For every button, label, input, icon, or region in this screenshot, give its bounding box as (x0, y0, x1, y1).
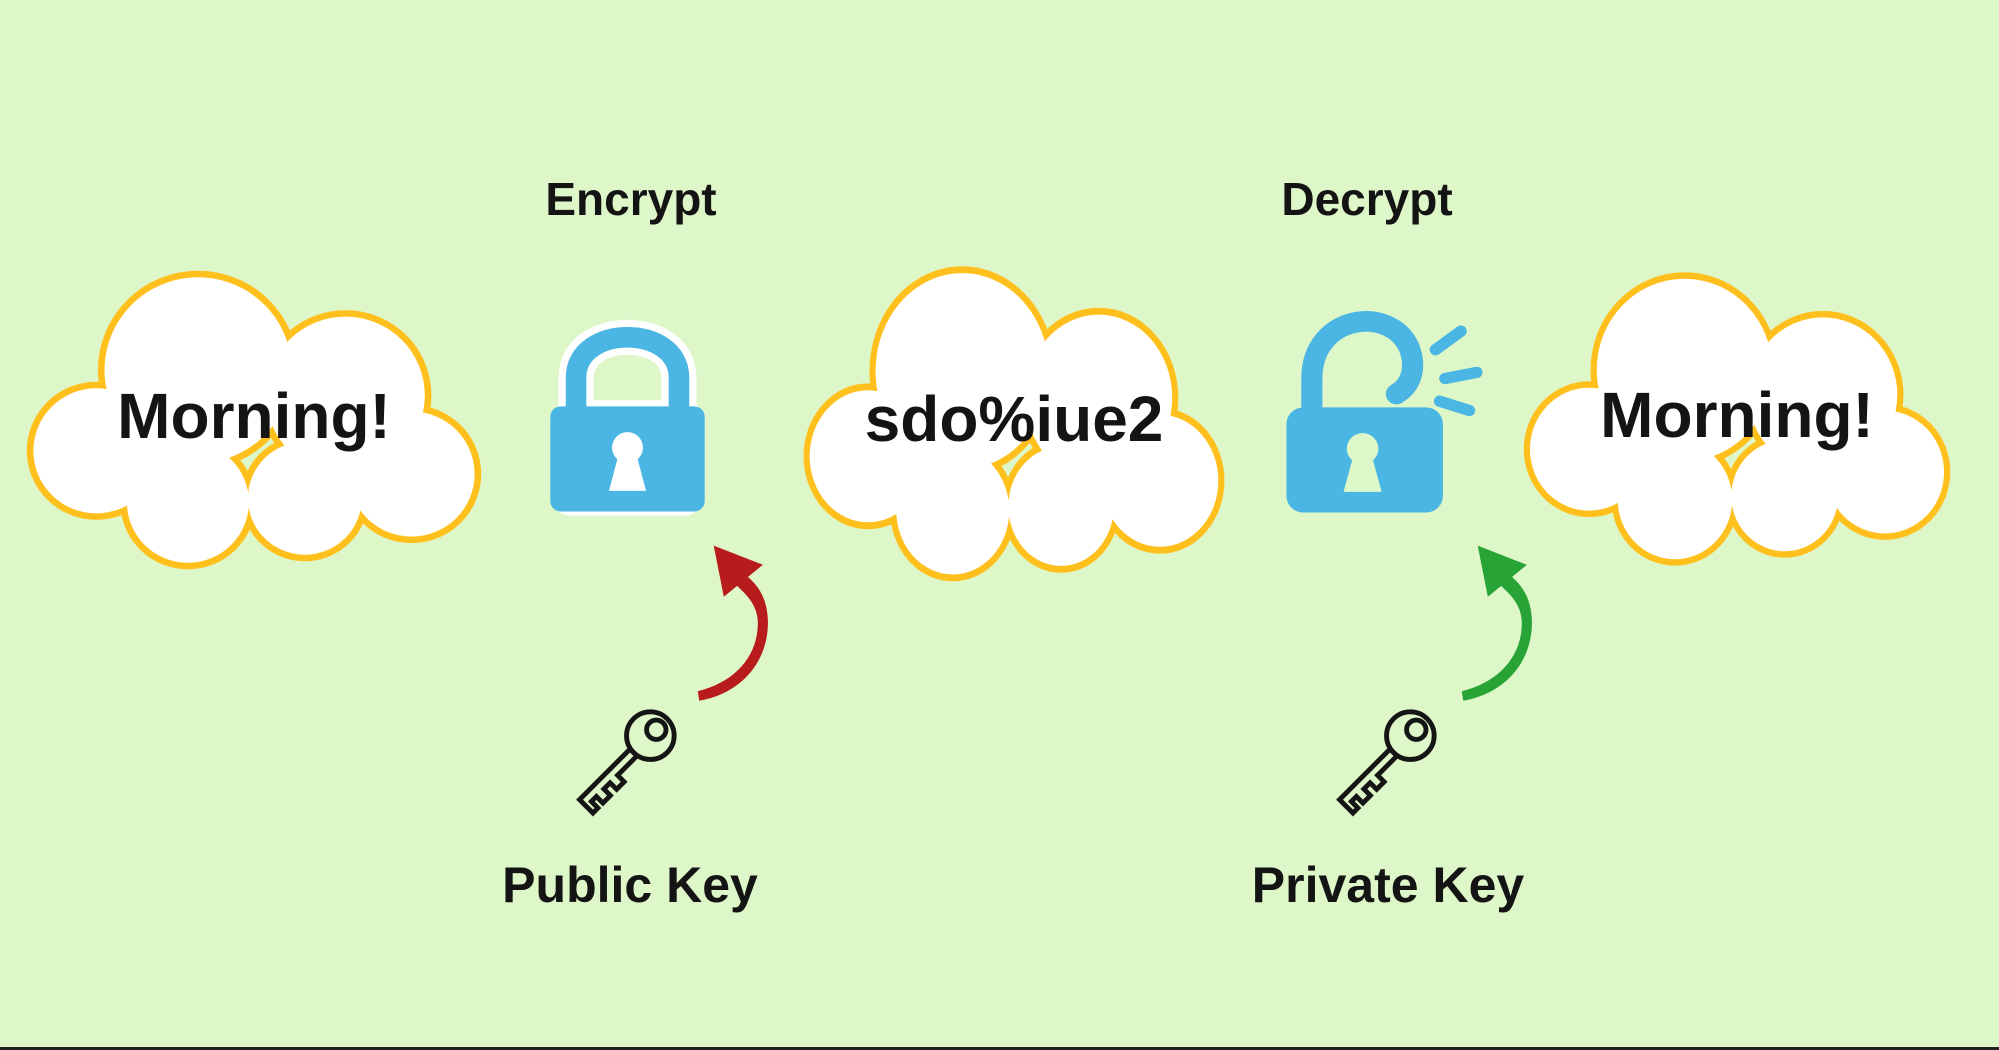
private-key-label: Private Key (1251, 857, 1525, 913)
public-key-label: Public Key (502, 857, 758, 913)
plaintext-message: Morning! (117, 379, 391, 452)
open-padlock-icon (1286, 311, 1483, 513)
decrypt-label: Decrypt (1281, 173, 1453, 225)
ciphertext-cloud: sdo%iue2 (788, 238, 1240, 600)
closed-padlock-icon (550, 319, 705, 516)
public-key-arrow-icon (697, 545, 768, 701)
public-key-icon (548, 688, 698, 838)
decrypted-message: Morning! (1600, 378, 1874, 451)
unlock-burst-icon (1429, 325, 1483, 417)
encrypt-label: Encrypt (545, 173, 717, 225)
decrypted-cloud: Morning! (1508, 246, 1966, 583)
private-key-arrow-icon (1461, 545, 1532, 701)
plaintext-cloud: Morning! (10, 244, 498, 587)
ciphertext-message: sdo%iue2 (864, 383, 1164, 455)
private-key-icon (1308, 688, 1458, 838)
image-bottom-edge (0, 1047, 1999, 1050)
